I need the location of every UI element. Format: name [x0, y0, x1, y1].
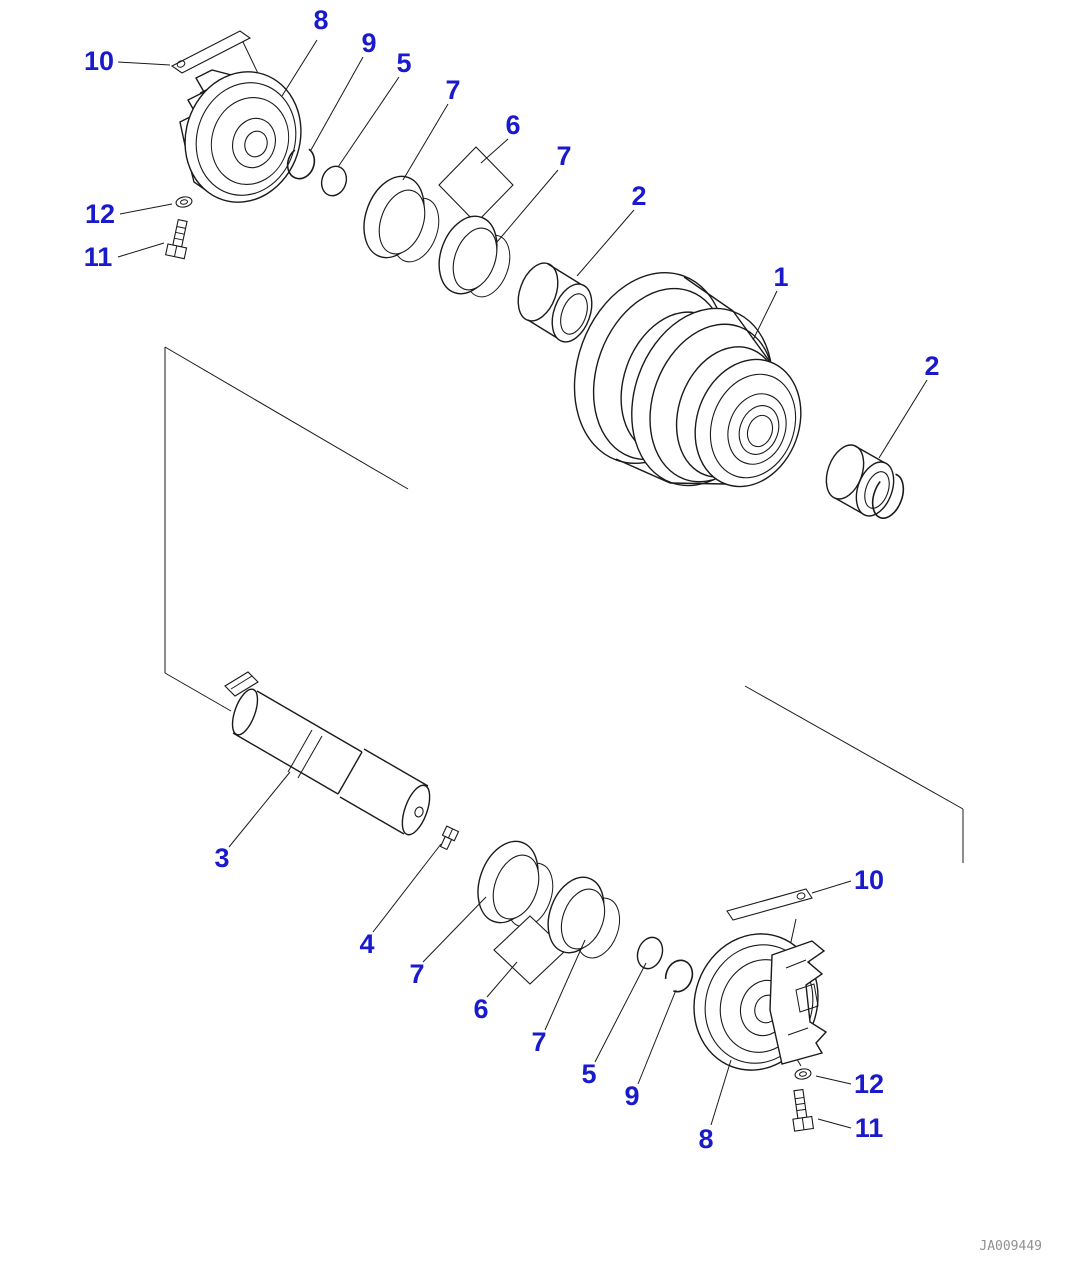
callout-10-19: 10 — [854, 865, 884, 895]
track-roller — [573, 271, 802, 488]
callout-3-12: 3 — [214, 843, 229, 873]
leader-line-8-0 — [281, 39, 318, 97]
shaft-bolt — [439, 825, 460, 851]
leader-line-7-4 — [402, 103, 449, 181]
leader-line-9-2 — [310, 56, 364, 151]
callout-5-17: 5 — [581, 1059, 596, 1089]
leader-line-4-13 — [372, 843, 442, 933]
snap-ring-top — [286, 146, 316, 180]
leader-line-7-6 — [496, 169, 559, 243]
bearing-support-top — [179, 69, 302, 203]
callout-5-3: 5 — [396, 48, 411, 78]
callout-4-13: 4 — [359, 929, 374, 959]
bolt-top — [165, 218, 188, 260]
leader-line-5-3 — [337, 76, 400, 168]
snap-ring-right — [871, 473, 905, 519]
leader-line-11-11 — [117, 242, 165, 258]
snap-ring-bottom — [664, 959, 694, 993]
bushing-right — [825, 444, 905, 519]
leader-line-8-20 — [710, 1059, 732, 1126]
callout-6-5: 6 — [505, 110, 520, 140]
mounting-panel-outline — [164, 346, 964, 863]
callout-9-18: 9 — [624, 1081, 639, 1111]
leader-line-10-1 — [117, 61, 171, 66]
leader-line-10-19 — [811, 880, 852, 894]
watermark: JA009449 — [979, 1239, 1042, 1254]
leader-line-6-15 — [486, 961, 518, 998]
leader-line-11-22 — [817, 1118, 852, 1129]
callout-2-7: 2 — [631, 181, 646, 211]
leader-line-6-5 — [480, 138, 509, 164]
leader-line-2-9 — [878, 379, 928, 459]
leader-line-7-16 — [544, 939, 586, 1031]
bushing-top — [517, 262, 593, 343]
callout-8-20: 8 — [698, 1124, 713, 1154]
callout-7-14: 7 — [409, 959, 424, 989]
callout-7-6: 7 — [556, 141, 571, 171]
seal-ring-top — [320, 165, 348, 197]
leader-line-9-18 — [637, 989, 677, 1085]
callout-1-8: 1 — [773, 262, 788, 292]
leader-line-3-12 — [228, 771, 291, 848]
seal-ring-bottom — [636, 936, 664, 970]
leader-line-1-8 — [752, 290, 778, 341]
callout-9-2: 9 — [361, 28, 376, 58]
washer-top — [175, 196, 193, 208]
leader-line-12-21 — [815, 1075, 852, 1085]
roller-shaft — [224, 671, 431, 836]
bolt-bottom — [792, 1088, 815, 1132]
leader-line-5-17 — [594, 962, 647, 1063]
callout-6-15: 6 — [473, 994, 488, 1024]
bearing-support-bottom — [693, 933, 828, 1071]
callout-7-16: 7 — [531, 1027, 546, 1057]
floating-seal-group-bottom — [477, 840, 621, 985]
callout-10-1: 10 — [84, 46, 114, 76]
callout-11-22: 11 — [855, 1113, 884, 1143]
callout-2-9: 2 — [924, 351, 939, 381]
washer-bottom — [794, 1068, 812, 1080]
leader-line-2-7 — [576, 209, 635, 277]
callout-12-10: 12 — [85, 199, 115, 229]
leader-lines — [117, 39, 928, 1129]
leader-line-12-10 — [119, 203, 173, 215]
callout-11-11: 11 — [84, 242, 113, 272]
callout-8-0: 8 — [313, 5, 328, 35]
callout-12-21: 12 — [854, 1069, 884, 1099]
floating-seal-group-top — [363, 146, 514, 298]
callout-7-4: 7 — [445, 75, 460, 105]
leader-line-7-14 — [422, 896, 487, 963]
